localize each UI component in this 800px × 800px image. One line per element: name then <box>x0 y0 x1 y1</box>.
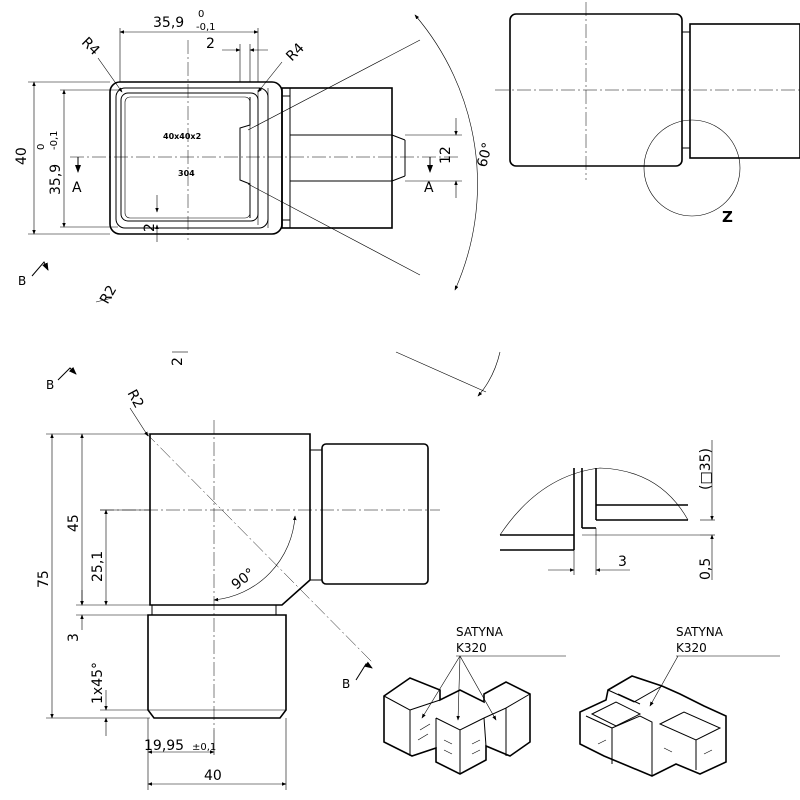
dim-height-outer: 40 <box>14 147 30 165</box>
body-outline <box>109 81 283 235</box>
profile-label: 40x40x2 <box>163 132 201 141</box>
angle-60: 60° <box>474 141 496 169</box>
branch-outline <box>281 87 393 229</box>
dim-3: 3 <box>66 633 82 642</box>
view-b-bottom: B <box>342 677 350 691</box>
dim-19-95-tol: ±0,1 <box>192 742 216 753</box>
view-b-marker: B <box>18 274 26 288</box>
section-a-right: A <box>424 180 434 196</box>
grit-label-left: K320 <box>456 641 487 655</box>
dim-35: (□35) <box>698 448 714 490</box>
angle-90: 90° <box>229 565 258 593</box>
dim-45: 45 <box>66 514 82 532</box>
dim-75: 75 <box>36 570 52 588</box>
dim-12: 12 <box>438 146 454 164</box>
dim-height-tol-upper: 0 <box>36 144 47 150</box>
detail-z-label: Z <box>722 208 733 226</box>
grit-label-right: K320 <box>676 641 707 655</box>
dim-width-tol-upper: 0 <box>198 9 204 20</box>
view-b-top: B <box>46 378 54 392</box>
chamfer: 1x45° <box>90 662 106 704</box>
material-label: 304 <box>178 169 195 178</box>
dim-3-detail: 3 <box>618 554 627 570</box>
radius-r2-front: R2 <box>124 387 147 411</box>
dim-0-5: 0,5 <box>698 558 714 580</box>
dim-2-top: 2 <box>206 36 215 52</box>
side-view: Z <box>495 2 800 226</box>
dim-40: 40 <box>204 768 222 784</box>
radius-r2: R2 <box>97 283 120 307</box>
dim-2-front: 2 <box>170 357 186 366</box>
front-view: B 2 R2 90° 75 45 25,1 <box>36 351 501 790</box>
detail-z-circle <box>643 119 741 217</box>
iso-view-right: SATYNA K320 <box>579 625 780 777</box>
section-a-left: A <box>72 180 82 196</box>
top-view: 35,9 0 -0,1 2 R4 R4 40 35,9 0 -0,1 A A <box>14 9 496 307</box>
radius-right: R4 <box>283 40 308 65</box>
dim-height-inner: 35,9 <box>48 164 64 195</box>
finish-label-right: SATYNA <box>676 625 724 639</box>
radius-left: R4 <box>78 34 103 59</box>
detail-z: (□35) 0,5 3 <box>499 440 715 580</box>
dim-2-bottom: 2 <box>142 223 158 232</box>
iso-view-left: SATYNA K320 <box>383 625 566 775</box>
dim-width: 35,9 <box>153 15 184 31</box>
dim-height-tol-lower: -0,1 <box>49 130 60 150</box>
dim-25-1: 25,1 <box>90 551 106 582</box>
dim-19-95: 19,95 <box>144 738 184 754</box>
dim-width-tol-lower: -0,1 <box>196 22 216 33</box>
finish-label-left: SATYNA <box>456 625 504 639</box>
